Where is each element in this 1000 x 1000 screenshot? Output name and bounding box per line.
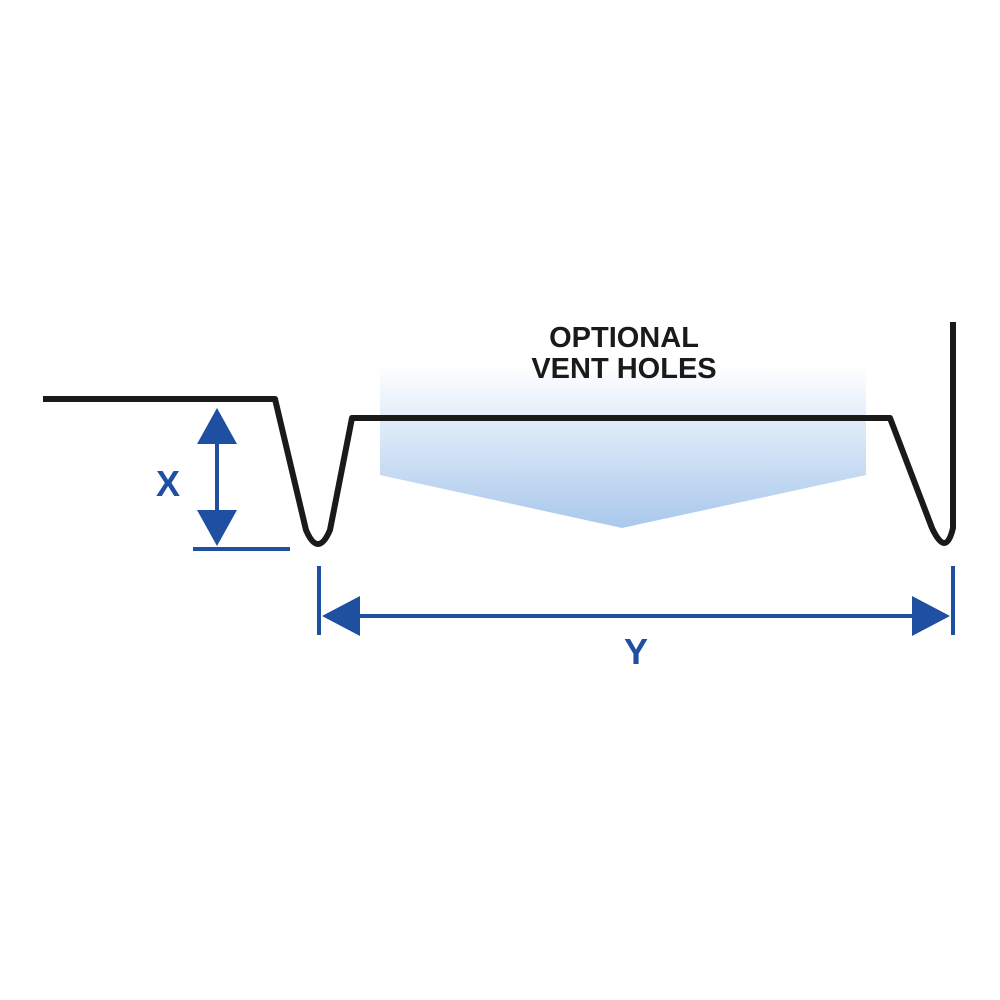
arrow-right-icon — [912, 596, 950, 636]
panel-profile-line — [43, 322, 956, 547]
arrow-left-icon — [322, 596, 360, 636]
vent-holes-zone — [380, 365, 866, 528]
vent-label-line-2: VENT HOLES — [531, 353, 716, 385]
arrow-up-icon — [197, 408, 237, 444]
arrow-down-icon — [197, 510, 237, 546]
width-dimension-label: Y — [624, 631, 648, 672]
width-dimension — [317, 566, 955, 636]
vent-label-line-1: OPTIONAL — [549, 322, 699, 354]
height-dimension-label: X — [156, 463, 180, 504]
height-dimension — [193, 408, 290, 551]
